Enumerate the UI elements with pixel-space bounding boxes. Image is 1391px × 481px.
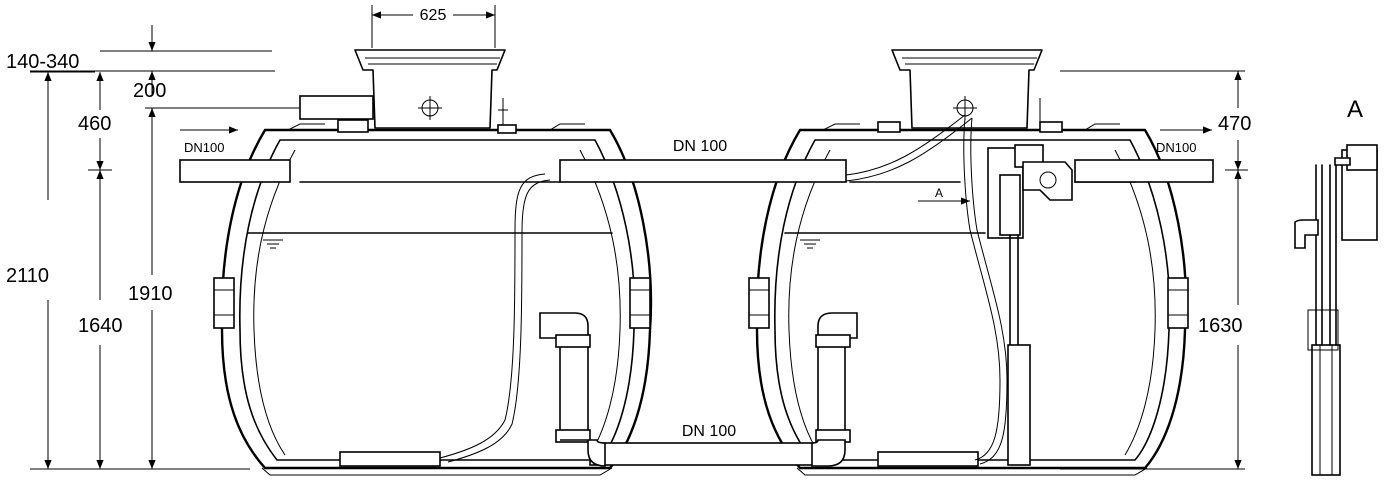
flow-arrows	[180, 126, 1212, 205]
detail-marker-label: A	[935, 186, 943, 200]
top-connection-label: DN 100	[673, 138, 727, 155]
tank-height-label: 1910	[128, 283, 173, 305]
total-height-label: 2110	[6, 265, 49, 287]
left-dimensions	[30, 25, 300, 470]
left-tank	[179, 49, 653, 476]
bottom-connection-label: DN 100	[682, 423, 736, 440]
right-tank	[748, 49, 1214, 476]
connecting-pipes	[539, 114, 973, 467]
outlet-depth-label: 470	[1218, 113, 1251, 135]
cover-range-label: 140-340	[6, 51, 79, 73]
manhole-width-label: 625	[420, 7, 447, 24]
outlet-invert-label: 1630	[1198, 315, 1243, 337]
detail-view-label: A	[1347, 96, 1363, 123]
inlet-invert-label: 1640	[78, 315, 123, 337]
detail-a-view	[1294, 144, 1378, 476]
labels: 625 140-340 200 460 DN100 2110 1640 1910…	[6, 7, 1363, 440]
inlet-depth-label: 460	[78, 113, 111, 135]
manhole-width-dimension	[371, 5, 496, 48]
outlet-pipe-label: DN100	[1156, 140, 1196, 155]
manhole-height-label: 200	[133, 80, 166, 102]
inlet-pipe-label: DN100	[184, 140, 224, 155]
